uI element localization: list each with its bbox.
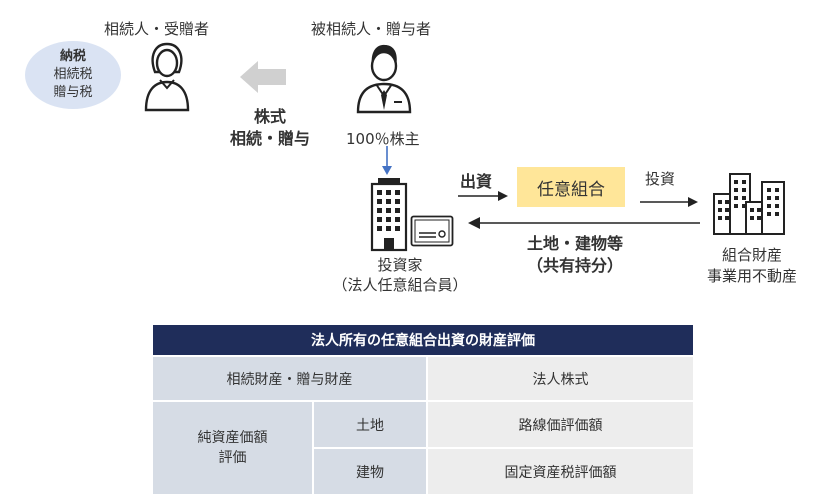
table-row: 純資産価額 評価 土地 路線価評価額	[153, 401, 694, 496]
heir-person-icon	[144, 42, 190, 112]
net-asset-line1: 純資産価額	[197, 430, 268, 446]
tax-badge-gift: 贈与税	[53, 85, 93, 100]
row-building-valuation: 固定資産税評価額	[427, 448, 694, 496]
row-land-valuation: 路線価評価額	[427, 401, 694, 449]
decedent-businessman-icon	[356, 44, 412, 114]
certificate-icon	[410, 215, 454, 247]
row-corporate-shares: 法人株式	[427, 356, 694, 402]
property-line1: 組合財産	[721, 246, 782, 264]
investor-line2: （法人任意組合員）	[332, 276, 468, 294]
tax-badge-title: 納税	[59, 49, 86, 64]
contribution-label: 出資	[460, 172, 493, 191]
return-line2: （共有持分）	[526, 256, 623, 275]
net-asset-valuation-cell: 純資産価額 評価	[153, 401, 314, 496]
ownership-connector-arrow	[382, 146, 392, 175]
table-row: 建物 固定資産税評価額	[153, 448, 694, 496]
transfer-arrow-icon	[240, 61, 286, 93]
return-arrow	[468, 217, 700, 229]
investor-line1: 投資家	[377, 256, 423, 274]
decedent-title: 被相続人・贈与者	[311, 20, 432, 38]
property-line2: 事業用不動産	[706, 267, 797, 285]
row-inheritance-property: 相続財産・贈与財産	[153, 356, 428, 402]
investor-label: 投資家 （法人任意組合員）	[330, 255, 470, 295]
heir-title: 相続人・受贈者	[104, 20, 210, 38]
investment-label: 投資	[645, 170, 676, 188]
contribution-arrow	[458, 191, 508, 201]
valuation-table-header: 法人所有の任意組合出資の財産評価	[153, 325, 694, 357]
investment-arrow	[640, 197, 698, 207]
valuation-table-title: 法人所有の任意組合出資の財産評価	[153, 325, 694, 357]
transfer-line2: 相続・贈与	[229, 129, 310, 148]
investor-building-icon	[370, 178, 408, 252]
return-line1: 土地・建物等	[526, 234, 623, 253]
tax-badge: 納税 相続税 贈与税	[25, 41, 121, 109]
valuation-table: 法人所有の任意組合出資の財産評価 相続財産・贈与財産 法人株式 純資産価額 評価…	[153, 325, 694, 496]
voluntary-union-label: 任意組合	[537, 179, 605, 200]
row-land: 土地	[313, 401, 428, 449]
table-row: 相続財産・贈与財産 法人株式	[153, 356, 694, 402]
property-label: 組合財産 事業用不動産	[692, 245, 812, 287]
row-building: 建物	[313, 448, 428, 496]
tax-badge-inheritance: 相続税	[53, 67, 93, 82]
transfer-label: 株式 相続・贈与	[215, 106, 325, 150]
transfer-line1: 株式	[253, 107, 286, 126]
net-asset-line2: 評価	[218, 450, 247, 466]
return-label: 土地・建物等 （共有持分）	[500, 233, 650, 277]
voluntary-union-box: 任意組合	[517, 167, 625, 207]
property-buildings-icon	[713, 173, 785, 235]
decedent-caption: 100％株主	[346, 130, 420, 148]
